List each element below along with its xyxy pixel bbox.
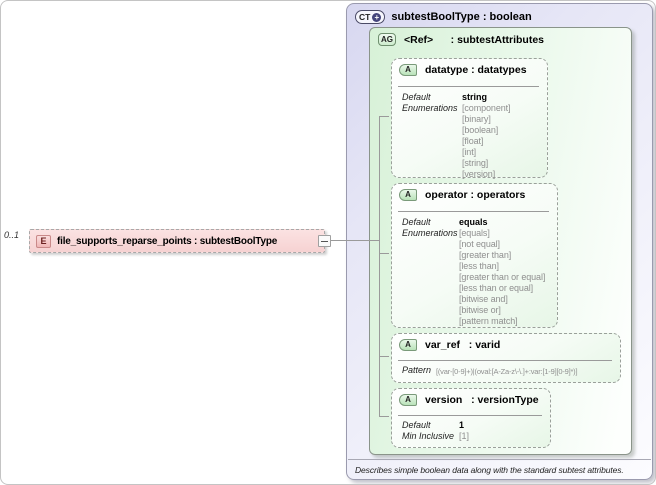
complex-type-node[interactable]: CT + subtestBoolType : boolean AG <Ref> … — [346, 3, 653, 480]
facet-label-default: Default — [402, 420, 431, 430]
facet-default-value: 1 — [459, 420, 465, 430]
minus-icon — [321, 240, 328, 242]
element-label: file_supports_reparse_points : subtestBo… — [57, 235, 278, 247]
connector-stub-version — [379, 416, 389, 417]
multiplicity-label: 0..1 — [4, 230, 20, 240]
attribute-group-icon: AG — [378, 33, 396, 46]
connector-stub-var-ref — [379, 356, 389, 357]
attribute-header: A operator : operators — [399, 189, 525, 201]
complex-type-title: subtestBoolType : boolean — [391, 11, 532, 23]
attribute-title: version : versionType — [425, 394, 539, 406]
attribute-node-datatype[interactable]: A datatype : datatypes Default Enumerati… — [391, 58, 548, 179]
attribute-icon: A — [399, 189, 417, 201]
collapse-toggle[interactable] — [318, 235, 331, 247]
attribute-icon: A — [399, 64, 417, 76]
attribute-icon: A — [399, 394, 417, 406]
plus-icon: + — [372, 12, 382, 22]
attribute-header: A datatype : datatypes — [399, 64, 527, 76]
attribute-title: operator : operators — [425, 189, 526, 201]
complex-type-icon-label: CT — [359, 12, 371, 22]
facet-enumeration-values: [component] [binary] [boolean] [float] [… — [462, 103, 511, 179]
divider — [398, 211, 549, 212]
attribute-node-var-ref[interactable]: A var_ref : varid Pattern [(var-[0-9]+)|… — [391, 333, 621, 383]
annotation-divider — [348, 459, 651, 460]
divider — [398, 415, 542, 416]
facet-label-enumerations: Enumerations — [402, 228, 458, 238]
attribute-group-title: <Ref> : subtestAttributes — [404, 33, 545, 46]
connector-vertical — [379, 116, 380, 417]
attribute-group-node[interactable]: AG <Ref> : subtestAttributes A datatype … — [369, 27, 632, 455]
attribute-title: var_ref : varid — [425, 339, 501, 351]
element-icon: E — [36, 234, 51, 248]
facet-default-value: equals — [459, 217, 488, 227]
attribute-node-operator[interactable]: A operator : operators Default Enumerati… — [391, 183, 558, 328]
connector-stub-datatype — [379, 116, 389, 117]
annotation-text: Describes simple boolean data along with… — [355, 465, 624, 475]
attribute-header: A var_ref : varid — [399, 339, 500, 351]
element-node-file-supports-reparse-points[interactable]: E file_supports_reparse_points : subtest… — [29, 229, 325, 253]
connector-element-to-type — [331, 240, 379, 241]
divider — [398, 360, 612, 361]
attribute-group-header: AG <Ref> : subtestAttributes — [378, 33, 544, 46]
attribute-header: A version : versionType — [399, 394, 539, 406]
facet-label-pattern: Pattern — [402, 365, 432, 375]
facet-label-min-inclusive: Min Inclusive — [402, 431, 455, 441]
complex-type-header: CT + subtestBoolType : boolean — [355, 10, 532, 24]
facet-min-inclusive-value: [1] — [459, 431, 470, 441]
facet-label-default: Default — [402, 92, 431, 102]
facet-label-default: Default — [402, 217, 431, 227]
connector-stub-operator — [379, 253, 389, 254]
complex-type-icon: CT + — [355, 10, 386, 24]
facet-label-enumerations: Enumerations — [402, 103, 458, 113]
attribute-title: datatype : datatypes — [425, 64, 527, 76]
facet-enumeration-values: [equals] [not equal] [greater than] [les… — [459, 228, 546, 326]
attribute-icon: A — [399, 339, 417, 351]
facet-pattern-value: [(var-[0-9]+)|(oval:[A-Za-z\-\.]+:var:[1… — [436, 367, 578, 376]
facet-default-value: string — [462, 92, 488, 102]
divider — [398, 86, 539, 87]
attribute-node-version[interactable]: A version : versionType Default Min Incl… — [391, 388, 551, 448]
